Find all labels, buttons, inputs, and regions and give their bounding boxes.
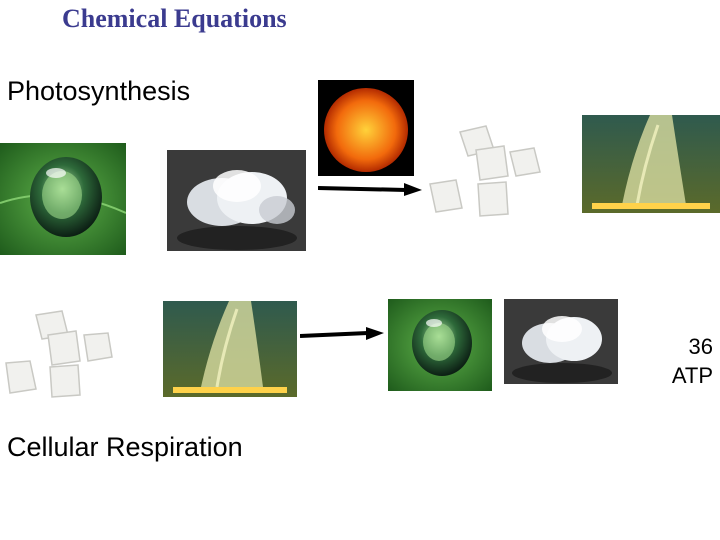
arrow-right-icon	[318, 183, 422, 196]
sugar-cubes-icon	[0, 305, 118, 409]
oxygen-image	[582, 115, 720, 213]
respiration-arrow	[300, 324, 384, 342]
sun-icon	[318, 80, 414, 176]
respiration-label: Cellular Respiration	[7, 432, 243, 462]
arrow-right-icon	[300, 327, 384, 340]
oxygen-bubbles-icon	[582, 115, 720, 213]
sugar-image	[424, 122, 548, 230]
sugar-cubes-icon	[424, 122, 548, 230]
co2-image-2	[504, 299, 618, 384]
photosynthesis-arrow	[318, 180, 422, 198]
co2-cloud-icon	[504, 299, 618, 384]
sugar-image-2	[0, 305, 118, 409]
atp-unit: ATP	[671, 363, 713, 388]
co2-cloud-icon	[167, 150, 306, 251]
oxygen-bubbles-icon	[163, 301, 297, 397]
atp-label: 36 ATP	[672, 332, 713, 390]
oxygen-image-2	[163, 301, 297, 397]
slide-title: Chemical Equations	[62, 4, 287, 33]
water-drop-image-2	[388, 299, 492, 391]
sun-image	[318, 80, 414, 176]
water-drop-icon	[0, 143, 126, 255]
co2-image	[167, 150, 306, 251]
atp-number: 36	[688, 334, 713, 359]
photosynthesis-label: Photosynthesis	[7, 76, 191, 106]
water-drop-image	[0, 143, 126, 255]
water-drop-icon	[388, 299, 492, 391]
